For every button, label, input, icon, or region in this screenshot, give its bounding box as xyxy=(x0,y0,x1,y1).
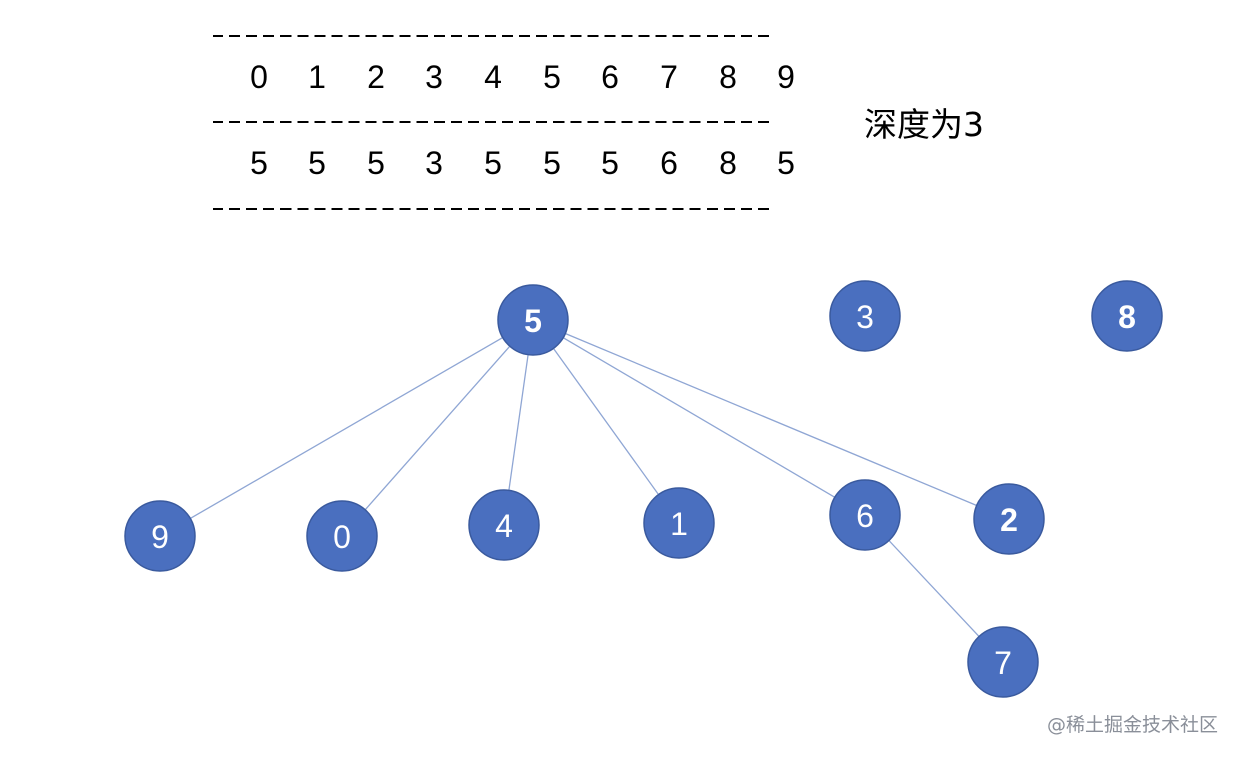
node-circle xyxy=(497,284,569,356)
parent-cell: 5 xyxy=(308,145,326,181)
index-cell: 2 xyxy=(367,59,385,95)
index-cell: 0 xyxy=(250,59,268,95)
edge-5-to-0 xyxy=(364,345,511,511)
node-circle xyxy=(306,500,378,572)
node-label: 2 xyxy=(1000,502,1018,538)
node-circle xyxy=(124,500,196,572)
tree-node-8: 8 xyxy=(1091,280,1163,352)
edges xyxy=(189,332,980,637)
tree-node-1: 1 xyxy=(643,487,715,559)
tree-node-4: 4 xyxy=(468,489,540,561)
tree-node-3: 3 xyxy=(829,280,901,352)
tree-node-2: 2 xyxy=(973,483,1045,555)
watermark: @稀土掘金技术社区 xyxy=(1046,714,1218,736)
parent-cell: 5 xyxy=(367,145,385,181)
index-cell: 4 xyxy=(484,59,502,95)
dashed-divider-bottom xyxy=(213,208,771,210)
parent-cell: 5 xyxy=(543,145,561,181)
tree-node-9: 9 xyxy=(124,500,196,572)
node-label: 1 xyxy=(670,506,688,542)
index-cell: 1 xyxy=(308,59,326,95)
index-cell: 8 xyxy=(719,59,737,95)
depth-label: 深度为3 xyxy=(864,105,984,144)
edge-6-to-7 xyxy=(888,540,980,637)
node-circle xyxy=(829,479,901,551)
tree-node-0: 0 xyxy=(306,500,378,572)
node-label: 3 xyxy=(856,299,874,335)
node-circle xyxy=(468,489,540,561)
node-label: 9 xyxy=(151,519,169,555)
edge-5-to-9 xyxy=(189,336,504,520)
index-cell: 3 xyxy=(425,59,443,95)
node-label: 6 xyxy=(856,498,874,534)
parent-cell: 5 xyxy=(484,145,502,181)
index-cell: 9 xyxy=(777,59,795,95)
node-label: 0 xyxy=(333,519,351,555)
parent-cell: 8 xyxy=(719,145,737,181)
parent-cell: 5 xyxy=(777,145,795,181)
node-circle xyxy=(1091,280,1163,352)
parent-cell: 5 xyxy=(601,145,619,181)
edge-5-to-4 xyxy=(508,354,529,491)
edge-5-to-1 xyxy=(552,348,660,495)
node-label: 4 xyxy=(495,508,513,544)
edge-5-to-2 xyxy=(565,332,977,507)
tree-node-6: 6 xyxy=(829,479,901,551)
node-circle xyxy=(973,483,1045,555)
index-cell: 5 xyxy=(543,59,561,95)
node-label: 7 xyxy=(994,645,1012,681)
nodes: 5 3 8 9 0 4 1 6 2 7 xyxy=(124,280,1163,698)
parent-cell: 3 xyxy=(425,145,443,181)
tree-node-5: 5 xyxy=(497,284,569,356)
node-circle xyxy=(967,626,1039,698)
parent-cell: 6 xyxy=(660,145,678,181)
union-find-array: 0 1 2 3 4 5 6 7 8 9 5 5 5 3 5 5 5 6 8 5 xyxy=(0,0,800,230)
parent-cell: 5 xyxy=(250,145,268,181)
tree-node-7: 7 xyxy=(967,626,1039,698)
edge-5-to-6 xyxy=(562,337,836,498)
dashed-divider-middle xyxy=(213,121,771,123)
node-circle xyxy=(643,487,715,559)
dashed-divider-top xyxy=(213,35,771,37)
index-cell: 6 xyxy=(601,59,619,95)
node-label: 8 xyxy=(1118,299,1136,335)
index-cell: 7 xyxy=(660,59,678,95)
node-circle xyxy=(829,280,901,352)
node-label: 5 xyxy=(524,303,542,339)
